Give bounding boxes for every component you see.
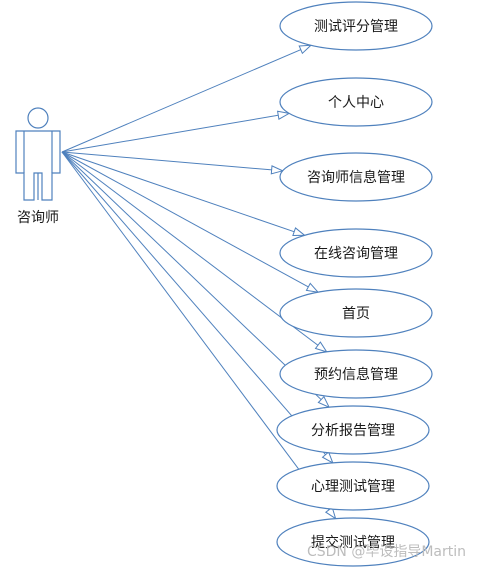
use-case-item[interactable]: 测试评分管理 xyxy=(279,1,433,51)
use-case-item[interactable]: 首页 xyxy=(279,288,433,338)
use-case-label: 心理测试管理 xyxy=(311,479,395,495)
use-case-label: 测试评分管理 xyxy=(314,19,398,35)
association-line xyxy=(61,151,285,175)
association-lines xyxy=(61,44,337,520)
use-case-item[interactable]: 提交测试管理 xyxy=(276,517,430,567)
actor-label: 咨询师 xyxy=(17,210,59,226)
association-line xyxy=(61,151,320,293)
association-line xyxy=(61,151,337,520)
association-line xyxy=(61,151,331,409)
use-case-label: 分析报告管理 xyxy=(311,423,395,439)
association-line xyxy=(61,110,291,153)
use-case-label: 在线咨询管理 xyxy=(314,246,398,262)
association-line xyxy=(61,151,334,465)
use-case-item[interactable]: 预约信息管理 xyxy=(279,349,433,399)
use-case-list: 测试评分管理 个人中心 咨询师信息管理 在线咨询管理 首页 预约信息管理 分析报… xyxy=(276,1,433,567)
use-case-item[interactable]: 分析报告管理 xyxy=(276,405,430,455)
use-case-item[interactable]: 心理测试管理 xyxy=(276,461,430,511)
use-case-label: 预约信息管理 xyxy=(314,366,398,383)
actor[interactable]: 咨询师 xyxy=(15,107,61,226)
watermark-text: CSDN @毕设指导Martin xyxy=(307,544,466,560)
use-case-label: 首页 xyxy=(342,306,370,322)
use-case-item[interactable]: 个人中心 xyxy=(279,77,433,127)
use-case-item[interactable]: 咨询师信息管理 xyxy=(279,152,433,202)
use-case-label: 咨询师信息管理 xyxy=(307,169,405,186)
use-case-label: 提交测试管理 xyxy=(311,534,395,551)
actor-figure-icon xyxy=(15,107,61,201)
use-case-label: 个人中心 xyxy=(328,95,384,111)
association-line xyxy=(61,44,313,153)
use-case-item[interactable]: 在线咨询管理 xyxy=(279,228,433,278)
association-line xyxy=(61,151,306,237)
